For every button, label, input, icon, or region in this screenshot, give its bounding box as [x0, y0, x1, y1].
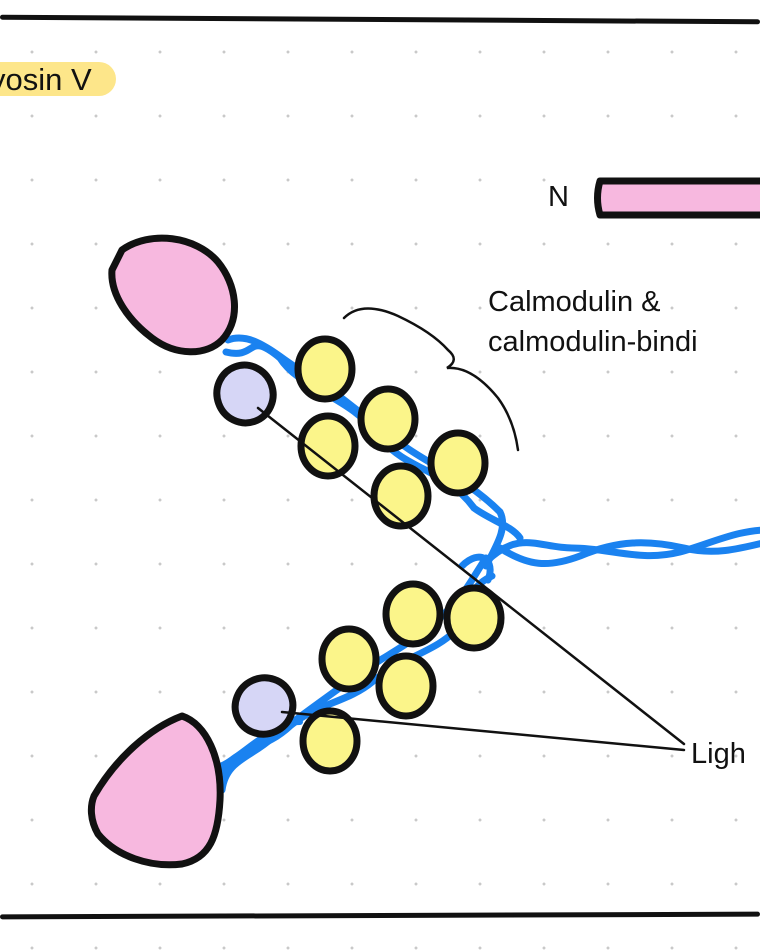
tail-junction-strand: [458, 553, 494, 584]
calmodulin-lower-5: [299, 707, 361, 775]
leader-line-lower: [280, 710, 686, 752]
coiled-coil-tail-strand-a: [484, 526, 760, 564]
light-chain-label: Ligh: [691, 738, 746, 770]
calmodulin-upper-1: [294, 335, 356, 403]
n-terminal-bar: [594, 177, 760, 219]
n-terminus-label: N: [548, 181, 569, 213]
calmodulin-bracket: [342, 307, 520, 452]
calmodulin-upper-4: [427, 429, 489, 497]
calmodulin-label-line2: calmodulin-bindi: [488, 326, 698, 358]
calmodulin-lower-4: [375, 652, 437, 720]
diagram-title: yosin V: [0, 62, 116, 97]
lower-motor-head: [87, 712, 224, 869]
upper-motor-head: [108, 234, 238, 356]
calmodulin-lower-1: [382, 580, 444, 648]
calmodulin-label-line1: Calmodulin &: [488, 286, 661, 318]
calmodulin-upper-2: [357, 385, 419, 453]
leader-line-upper: [256, 406, 686, 746]
calmodulin-lower-2: [443, 584, 505, 652]
calmodulin-upper-5: [370, 462, 432, 530]
light-chain-upper: [213, 361, 277, 427]
calmodulin-upper-3: [297, 412, 359, 480]
coiled-coil-tail-strand-b: [496, 539, 760, 568]
light-chain-lower: [231, 674, 297, 738]
calmodulin-lower-3: [318, 625, 380, 693]
